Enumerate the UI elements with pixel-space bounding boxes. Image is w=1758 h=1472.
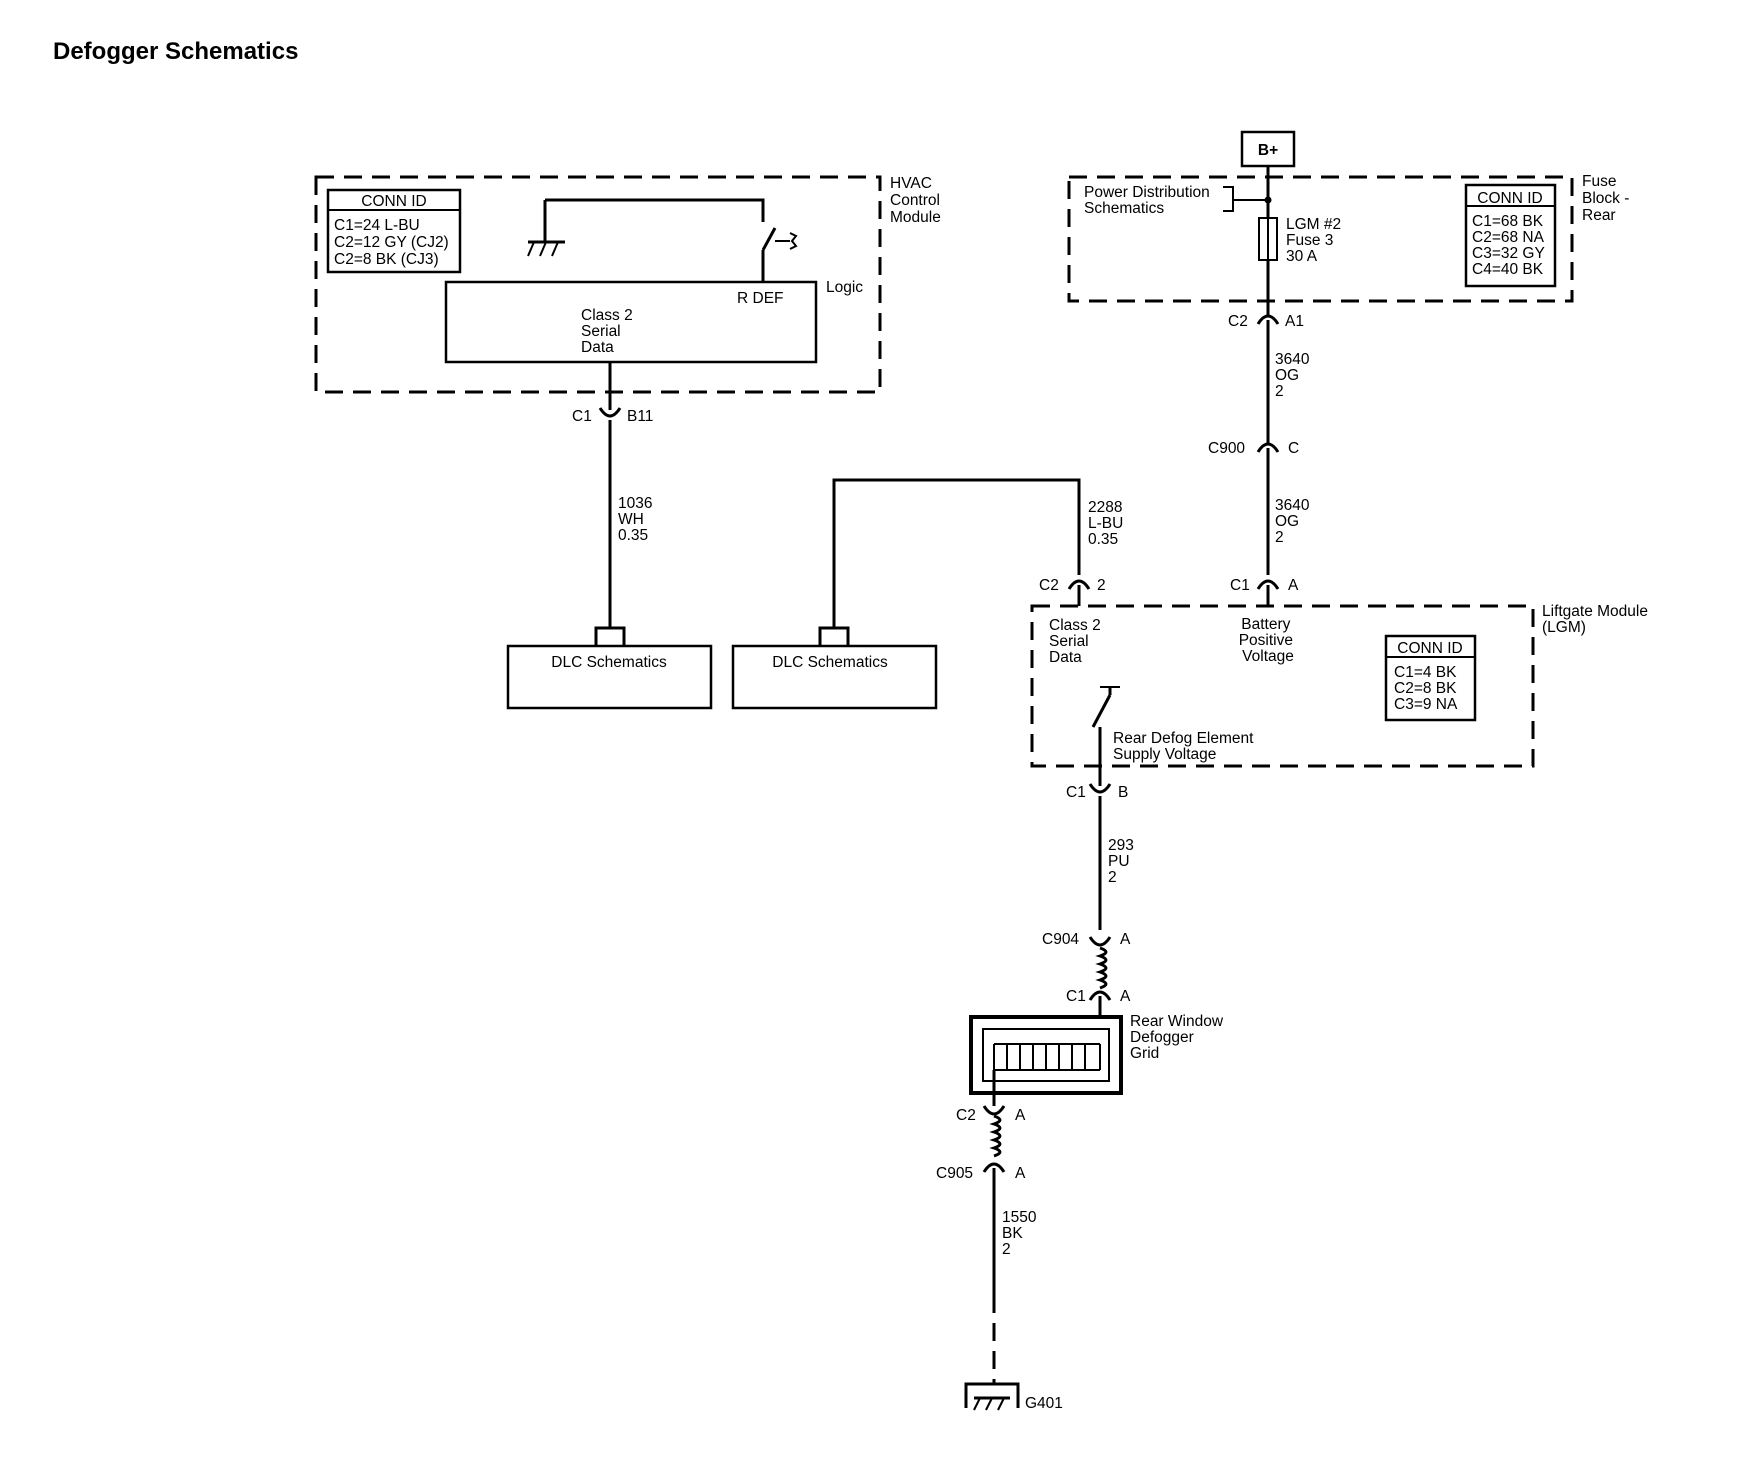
wire-1550-label: 1550 BK 2 [1002, 1209, 1041, 1258]
fuse-block-connector-left: C2 [1228, 313, 1248, 330]
lgm-c1a-left-label: C1 [1230, 577, 1250, 594]
rear-defog-switch-icon [761, 227, 798, 282]
lgm-c1a-connector [1256, 579, 1280, 590]
wire-3640-a-label: 3640 OG 2 [1275, 351, 1314, 400]
fuse-block-name: Fuse Block - Rear [1582, 173, 1634, 224]
hvac-internal-ground-icon [527, 200, 565, 257]
page-title: Defogger Schematics [53, 38, 299, 65]
hvac-conn-id-table: CONN ID C1=24 L-BU C2=12 GY (CJ2) C2=8 B… [326, 188, 462, 274]
svg-text:C2=8 BK: C2=8 BK [1394, 680, 1457, 697]
dlc-left-label: DLC Schematics [551, 654, 667, 671]
hvac-c1-connector [598, 407, 622, 418]
lgm-c2-left-label: C2 [1039, 577, 1059, 594]
svg-text:C4=40 BK: C4=40 BK [1472, 261, 1544, 278]
grid-c1-right-label: A [1120, 988, 1131, 1005]
grid-c2-left-label: C2 [956, 1107, 976, 1124]
dlc-schematics-right [731, 644, 938, 710]
c900-connector [1256, 442, 1280, 453]
c905-left-label: C905 [936, 1165, 973, 1182]
c905-connector [982, 1162, 1006, 1173]
rear-window-defogger-grid-label: Rear Window Defogger Grid [1130, 1013, 1227, 1062]
grid-c2-connector [982, 1105, 1006, 1116]
c905-right-label: A [1015, 1165, 1026, 1182]
grid-c2-right-label: A [1015, 1107, 1026, 1124]
svg-text:C2=12 GY (CJ2): C2=12 GY (CJ2) [334, 234, 449, 251]
c904-coil-icon [1095, 946, 1108, 990]
svg-text:C2=68 NA: C2=68 NA [1472, 229, 1545, 246]
dlc-left-connector [594, 626, 626, 646]
svg-text:C2=8 BK (CJ3): C2=8 BK (CJ3) [334, 251, 439, 268]
svg-text:CONN ID: CONN ID [1477, 190, 1542, 207]
svg-text:CONN ID: CONN ID [1397, 640, 1462, 657]
dlc-right-label: DLC Schematics [772, 654, 888, 671]
lgm-c1b-connector [1088, 783, 1112, 794]
battery-label: B+ [1258, 142, 1278, 159]
c900-left-label: C900 [1208, 440, 1245, 457]
lgm-c1b-right-label: B [1118, 784, 1128, 801]
wire-3640-b-label: 3640 OG 2 [1275, 497, 1314, 546]
wire-2288-label: 2288 L-BU 0.35 [1088, 499, 1128, 548]
wire-2288 [832, 478, 1081, 628]
grid-c1-connector [1088, 990, 1112, 1001]
svg-text:C3=9 NA: C3=9 NA [1394, 696, 1458, 713]
svg-text:CONN ID: CONN ID [361, 193, 426, 210]
dlc-schematics-left [506, 644, 713, 710]
wire-1036-label: 1036 WH 0.35 [618, 495, 657, 544]
hvac-logic-block [444, 280, 818, 364]
liftgate-module-boundary [1030, 604, 1535, 768]
lgm-battery-label: Battery Positive Voltage [1239, 616, 1298, 665]
hvac-module-name: HVAC Control Module [890, 175, 944, 226]
wire-293-label: 293 PU 2 [1108, 837, 1138, 886]
c900-right-label: C [1288, 440, 1299, 457]
grid-c1-left-label: C1 [1066, 988, 1086, 1005]
rear-window-defogger-grid-icon [969, 1015, 1123, 1095]
hvac-module-boundary [314, 175, 882, 394]
hvac-connector-right: B11 [627, 408, 653, 425]
lgm-class2-label: Class 2 Serial Data [1049, 617, 1105, 666]
hvac-logic-label: Logic [826, 279, 863, 296]
ground-g401-icon [964, 1382, 1020, 1411]
fuse-block-c2-connector [1256, 314, 1280, 325]
c904-left-label: C904 [1042, 931, 1079, 948]
svg-text:C1=68 BK: C1=68 BK [1472, 213, 1544, 230]
lgm-c2-connector [1067, 579, 1091, 590]
fuse-block-conn-id-table: CONN ID C1=68 BK C2=68 NA C3=32 GY C4=40… [1464, 183, 1557, 288]
c905-coil-icon [989, 1114, 1002, 1158]
svg-text:C1=24 L-BU: C1=24 L-BU [334, 217, 420, 234]
hvac-connector-left: C1 [572, 408, 592, 425]
dlc-right-connector [818, 626, 850, 646]
hvac-class2-label: Class 2 Serial Data [581, 307, 637, 356]
svg-text:C1=4 BK: C1=4 BK [1394, 664, 1457, 681]
liftgate-module-name: Liftgate Module (LGM) [1542, 603, 1652, 636]
hvac-switch-wire [545, 198, 765, 222]
lgm-c1a-right-label: A [1288, 577, 1299, 594]
power-distribution-label: Power Distribution Schematics [1084, 184, 1214, 217]
power-distribution-bracket [1223, 186, 1234, 212]
fuse-block-connector-right: A1 [1285, 313, 1304, 330]
fuse-label: LGM #2 Fuse 3 30 A [1286, 216, 1345, 265]
c904-right-label: A [1120, 931, 1131, 948]
lgm-c1b-left-label: C1 [1066, 784, 1086, 801]
lgm-conn-id-table: CONN ID C1=4 BK C2=8 BK C3=9 NA [1384, 634, 1477, 722]
lgm-c2-right-label: 2 [1097, 577, 1106, 594]
fuse-icon [1258, 217, 1278, 261]
lgm-relay-switch-icon [1091, 686, 1120, 766]
rdef-label: R DEF [737, 290, 784, 307]
ground-label: G401 [1025, 1395, 1063, 1412]
lgm-supply-voltage-label: Rear Defog Element Supply Voltage [1113, 730, 1258, 763]
c904-connector [1088, 936, 1112, 947]
svg-text:C3=32 GY: C3=32 GY [1472, 245, 1545, 262]
fuse-block-boundary [1067, 175, 1574, 303]
